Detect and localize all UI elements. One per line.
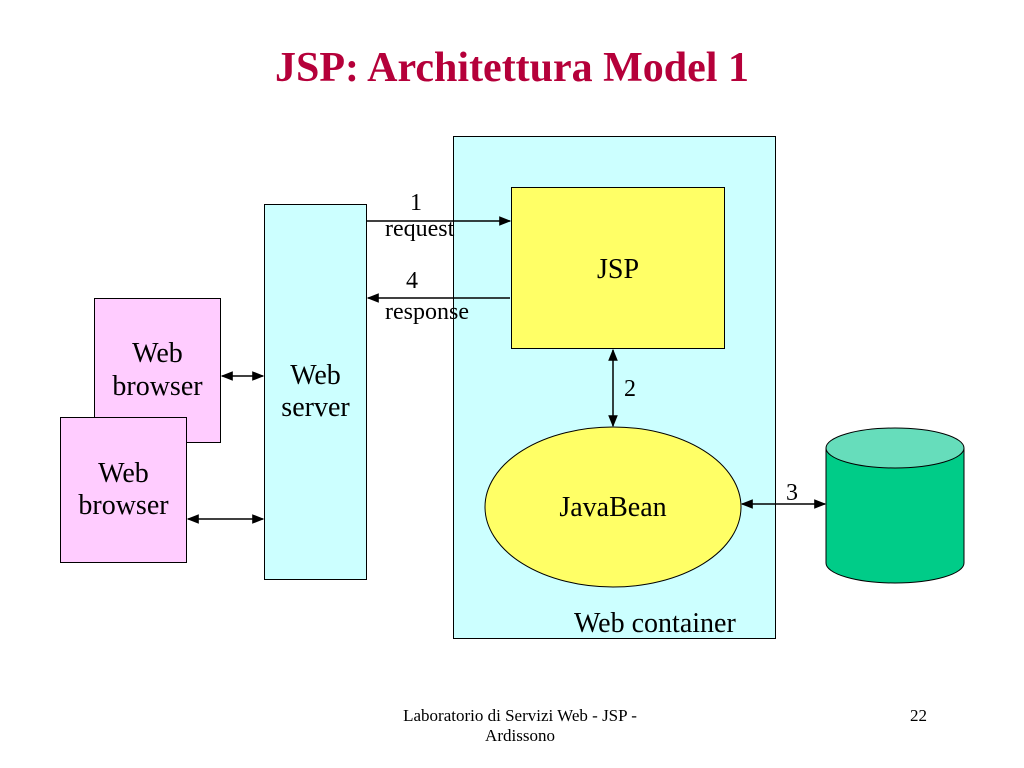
- step3-number: 3: [786, 480, 798, 506]
- web-browser-2-label-line1: Web: [98, 457, 149, 489]
- footer-text: Laboratorio di Servizi Web - JSP - Ardis…: [340, 706, 700, 746]
- web-browser-1-label-line2: browser: [112, 370, 203, 402]
- page-number: 22: [910, 706, 927, 725]
- web-browser-box-2: Web browser: [60, 417, 187, 563]
- step1-label: request: [385, 216, 455, 242]
- step4-number: 4: [406, 268, 418, 294]
- footer-text-line2: Ardissono: [485, 726, 555, 745]
- web-server-label-line2: server: [281, 392, 350, 423]
- web-server-box: Web server: [264, 204, 367, 580]
- jsp-label: JSP: [596, 254, 640, 285]
- slide-title: JSP: Architettura Model 1: [275, 45, 749, 91]
- web-server-label-line1: Web: [290, 359, 341, 391]
- web-browser-1-label-line1: Web: [132, 338, 183, 370]
- footer-text-line1: Laboratorio di Servizi Web - JSP -: [403, 706, 637, 725]
- step1-number: 1: [410, 190, 422, 216]
- jsp-box: [511, 187, 725, 349]
- step2-number: 2: [624, 376, 636, 402]
- javabean-label: JavaBean: [559, 492, 667, 523]
- database-icon: [825, 427, 965, 584]
- step4-label: response: [385, 299, 469, 325]
- web-browser-2-label-line2: browser: [78, 490, 169, 521]
- web-container-label: Web container: [574, 608, 736, 639]
